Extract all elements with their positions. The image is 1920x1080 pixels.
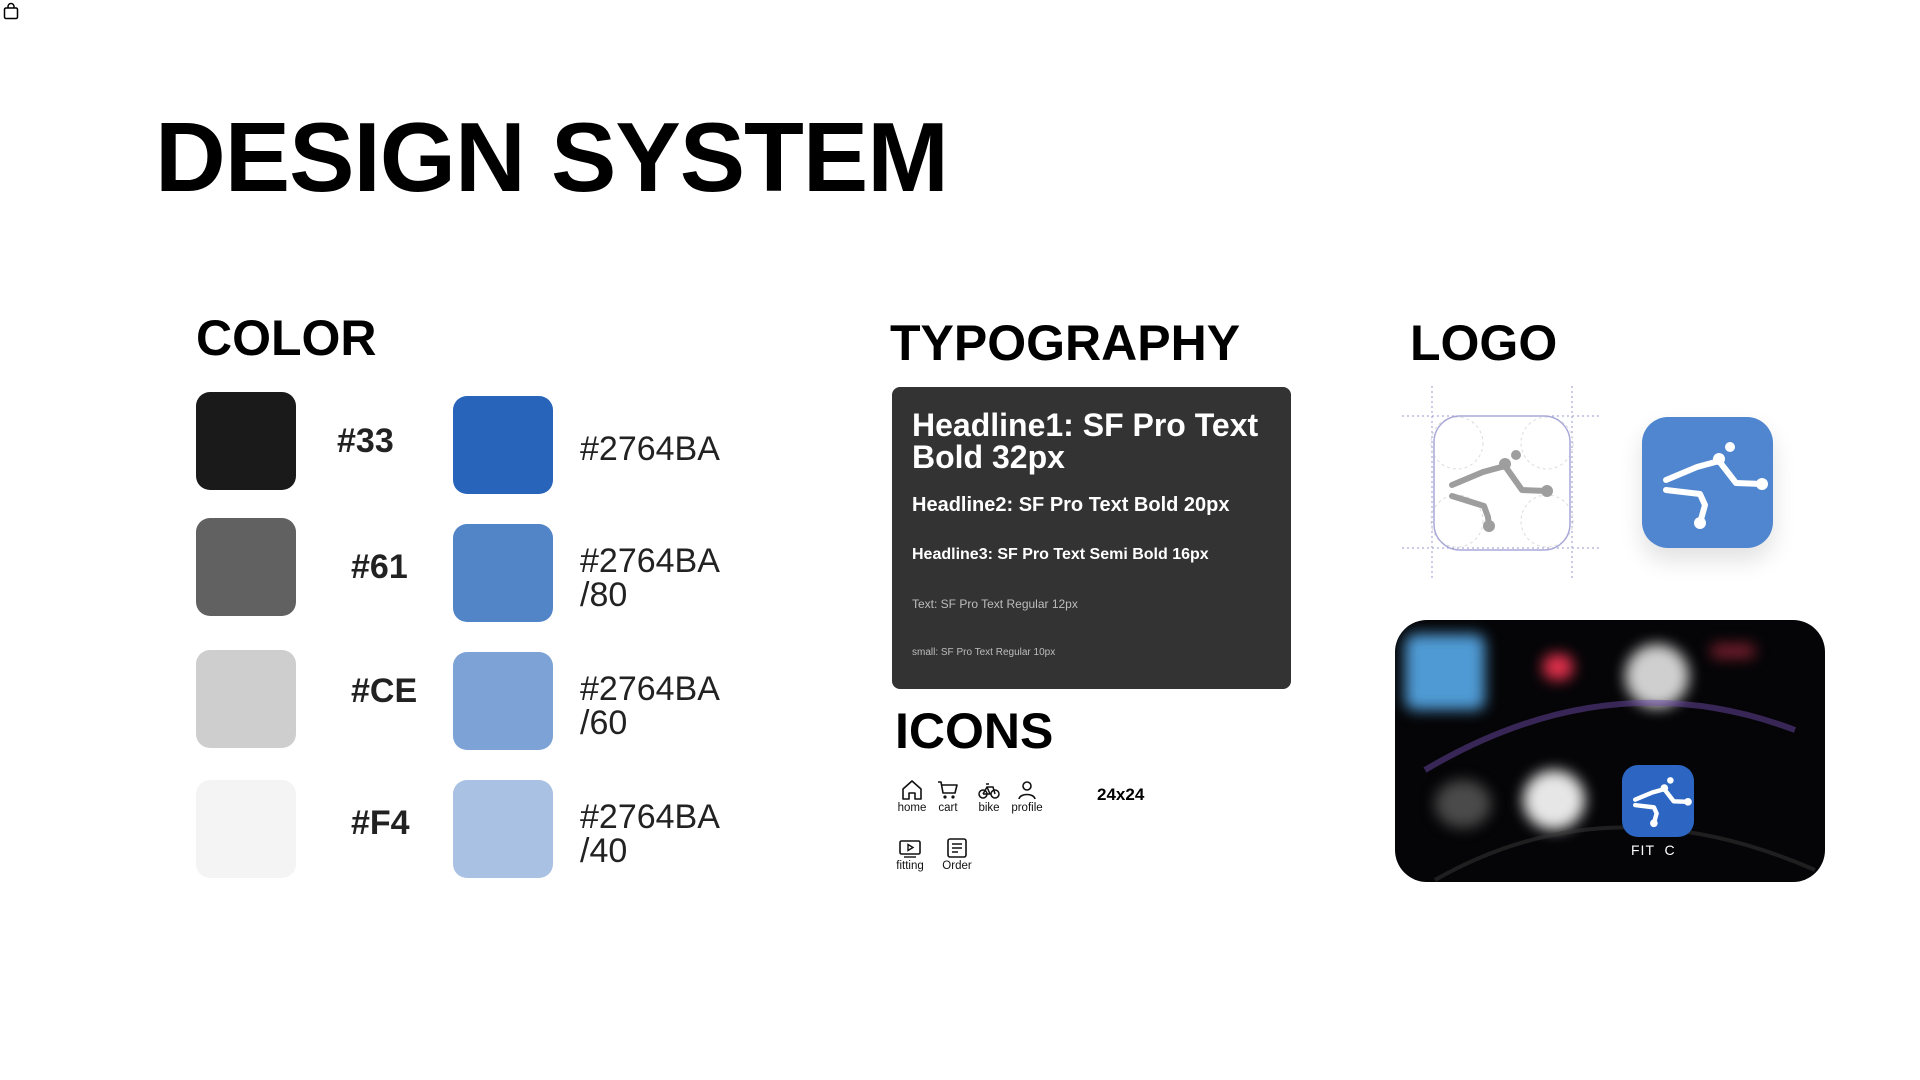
order-list-icon: [947, 838, 967, 858]
icon-item-order[interactable]: Order: [935, 836, 979, 872]
blurred-heart-app-icon: [1543, 654, 1573, 680]
bike-icon: [978, 783, 1000, 799]
small-sample: small: SF Pro Text Regular 10px: [912, 647, 1056, 658]
icon-label-fitting: fitting: [896, 860, 924, 872]
icon-item-bike[interactable]: bike: [967, 778, 1011, 814]
icon-label-bike: bike: [978, 802, 1000, 814]
profile-icon: [1018, 781, 1036, 800]
swatch-gray-ce: [196, 650, 296, 748]
icon-label-cart: cart: [938, 802, 958, 814]
blurred-activity-app-icon: [1435, 780, 1491, 828]
icon-item-fitting[interactable]: fitting: [888, 836, 932, 872]
icon-item-profile[interactable]: profile: [1005, 778, 1049, 814]
swatch-label-gray-ce: #CE: [351, 672, 418, 710]
icons-section-title: ICONS: [895, 703, 1054, 759]
headline1-sample: Headline1: SF Pro Text Bold 32px: [912, 407, 1259, 475]
headline2-sample: Headline2: SF Pro Text Bold 20px: [912, 494, 1230, 516]
play-icon: [899, 840, 921, 858]
color-section-title: COLOR: [196, 310, 377, 366]
swatch-gray-61: [196, 518, 296, 616]
swatch-blue-100: [453, 396, 553, 494]
swatch-blue-80: [453, 524, 553, 622]
app-icon[interactable]: [1642, 417, 1773, 548]
page-title: DESIGN SYSTEM: [155, 102, 949, 212]
watch-app-label: FIT C: [1631, 842, 1676, 858]
swatch-label-blue-40: #2764BA /40: [580, 798, 720, 870]
icon-label-profile: profile: [1011, 802, 1043, 814]
swatch-blue-60: [453, 652, 553, 750]
swatch-label-blue-60: #2764BA /60: [580, 670, 720, 742]
home-icon: [902, 780, 922, 800]
swatch-label-blue-80: #2764BA /80: [580, 542, 720, 614]
blurred-red-app-icon: [1711, 644, 1755, 658]
headline3-sample: Headline3: SF Pro Text Semi Bold 16px: [912, 546, 1209, 563]
fitting-logo-icon: [1632, 777, 1692, 828]
logo-construction-grid: [1402, 386, 1602, 578]
swatch-label-gray-f4: #F4: [351, 804, 410, 842]
logo-section-title: LOGO: [1410, 315, 1558, 371]
icon-label-home: home: [897, 802, 927, 814]
shopping-bag-icon[interactable]: [2, 2, 20, 20]
icon-label-order: Order: [942, 860, 972, 872]
blurred-map-app-icon: [1405, 634, 1485, 710]
text-sample: Text: SF Pro Text Regular 12px: [912, 597, 1078, 611]
typography-card: Headline1: SF Pro Text Bold 32px Headlin…: [892, 387, 1291, 689]
blurred-messages-app-icon: [1523, 770, 1585, 830]
cart-icon: [938, 781, 958, 799]
smartwatch-preview: FIT C: [1395, 620, 1825, 882]
watch-app-icon[interactable]: [1622, 765, 1694, 837]
typography-section-title: TYPOGRAPHY: [890, 315, 1241, 371]
blurred-arc-decoration: [1423, 699, 1816, 882]
fitting-logo-icon: [1663, 442, 1768, 529]
swatch-label-gray-61: #61: [351, 548, 408, 586]
swatch-label-gray-33: #33: [337, 422, 394, 460]
swatch-gray-33: [196, 392, 296, 490]
icon-size-label: 24x24: [1097, 785, 1145, 804]
swatch-gray-f4: [196, 780, 296, 878]
icon-item-home[interactable]: home: [890, 778, 934, 814]
swatch-blue-40: [453, 780, 553, 878]
swatch-label-blue-100: #2764BA: [580, 430, 720, 468]
icon-item-cart[interactable]: cart: [926, 778, 970, 814]
blurred-clock-app-icon: [1625, 644, 1689, 708]
